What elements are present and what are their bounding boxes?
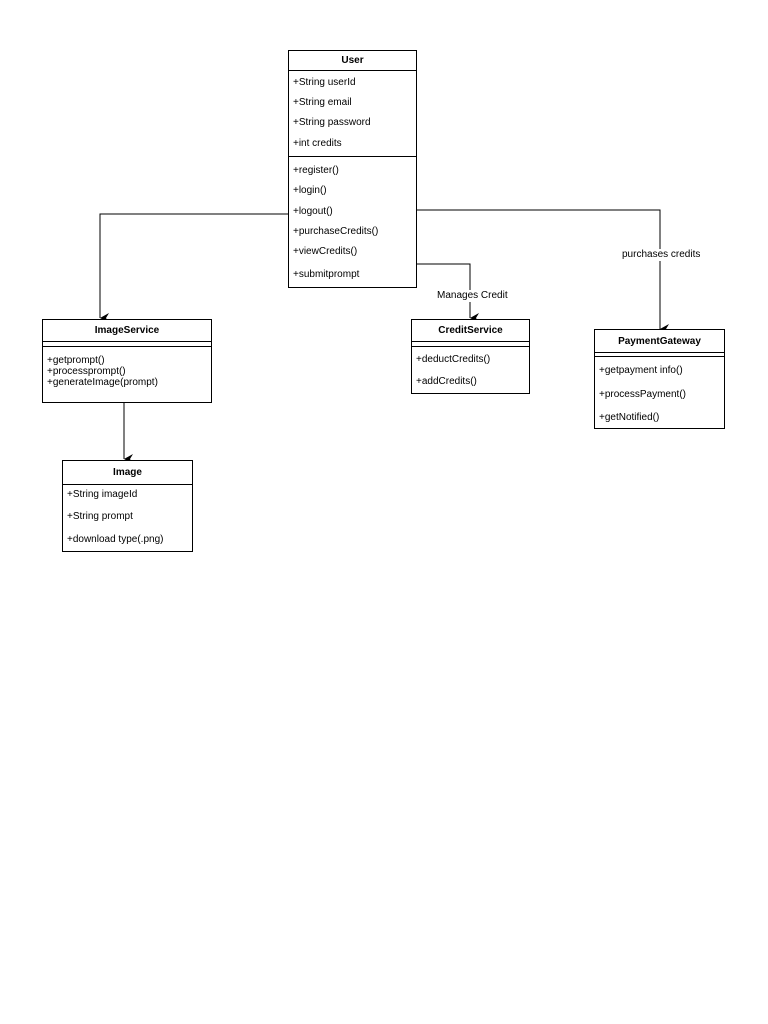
class-user-attribute: +String password <box>293 117 371 128</box>
class-creditservice-name: CreditService <box>412 320 529 342</box>
class-creditservice[interactable]: CreditService +deductCredits() +addCredi… <box>411 319 530 394</box>
class-paymentgateway[interactable]: PaymentGateway +getpayment info() +proce… <box>594 329 725 429</box>
class-user-name: User <box>289 51 416 71</box>
edge-user-paymentgateway <box>417 209 669 334</box>
class-imageservice-method: +processprompt() <box>47 366 126 377</box>
class-user-method: +purchaseCredits() <box>293 226 379 237</box>
class-creditservice-divider <box>412 346 529 347</box>
class-paymentgateway-method: +getNotified() <box>599 412 660 423</box>
class-user-attribute: +String userId <box>293 77 356 88</box>
class-paymentgateway-method: +processPayment() <box>599 389 686 400</box>
class-image-attribute: +String imageId <box>67 489 138 500</box>
class-user-method: +login() <box>293 185 327 196</box>
class-image-attribute: +String prompt <box>67 511 133 522</box>
class-paymentgateway-method: +getpayment info() <box>599 365 683 376</box>
class-user-divider <box>289 156 416 157</box>
class-paymentgateway-name: PaymentGateway <box>595 330 724 353</box>
class-image[interactable]: Image +String imageId +String prompt +do… <box>62 460 193 552</box>
edge-label-manages-credit: Manages Credit <box>437 290 508 302</box>
class-paymentgateway-divider <box>595 356 724 357</box>
class-user-method: +register() <box>293 165 339 176</box>
class-imageservice[interactable]: ImageService +getprompt() +processprompt… <box>42 319 212 403</box>
class-imageservice-method: +generateImage(prompt) <box>47 377 158 388</box>
edge-user-imageservice <box>99 213 289 323</box>
class-user-attribute: +String email <box>293 97 352 108</box>
class-creditservice-method: +deductCredits() <box>416 354 491 365</box>
class-user-attribute: +int credits <box>293 138 342 149</box>
class-image-attribute: +download type(.png) <box>67 534 164 545</box>
edge-label-purchases-credits: purchases credits <box>622 249 701 261</box>
class-user-method: +submitprompt <box>293 269 360 280</box>
class-creditservice-method: +addCredits() <box>416 376 477 387</box>
class-image-name: Image <box>63 461 192 485</box>
class-user-method: +viewCredits() <box>293 246 358 257</box>
class-imageservice-name: ImageService <box>43 320 211 342</box>
class-user[interactable]: User +String userId +String email +Strin… <box>288 50 417 288</box>
class-imageservice-method: +getprompt() <box>47 355 105 366</box>
class-user-method: +logout() <box>293 206 333 217</box>
class-imageservice-divider <box>43 346 211 347</box>
